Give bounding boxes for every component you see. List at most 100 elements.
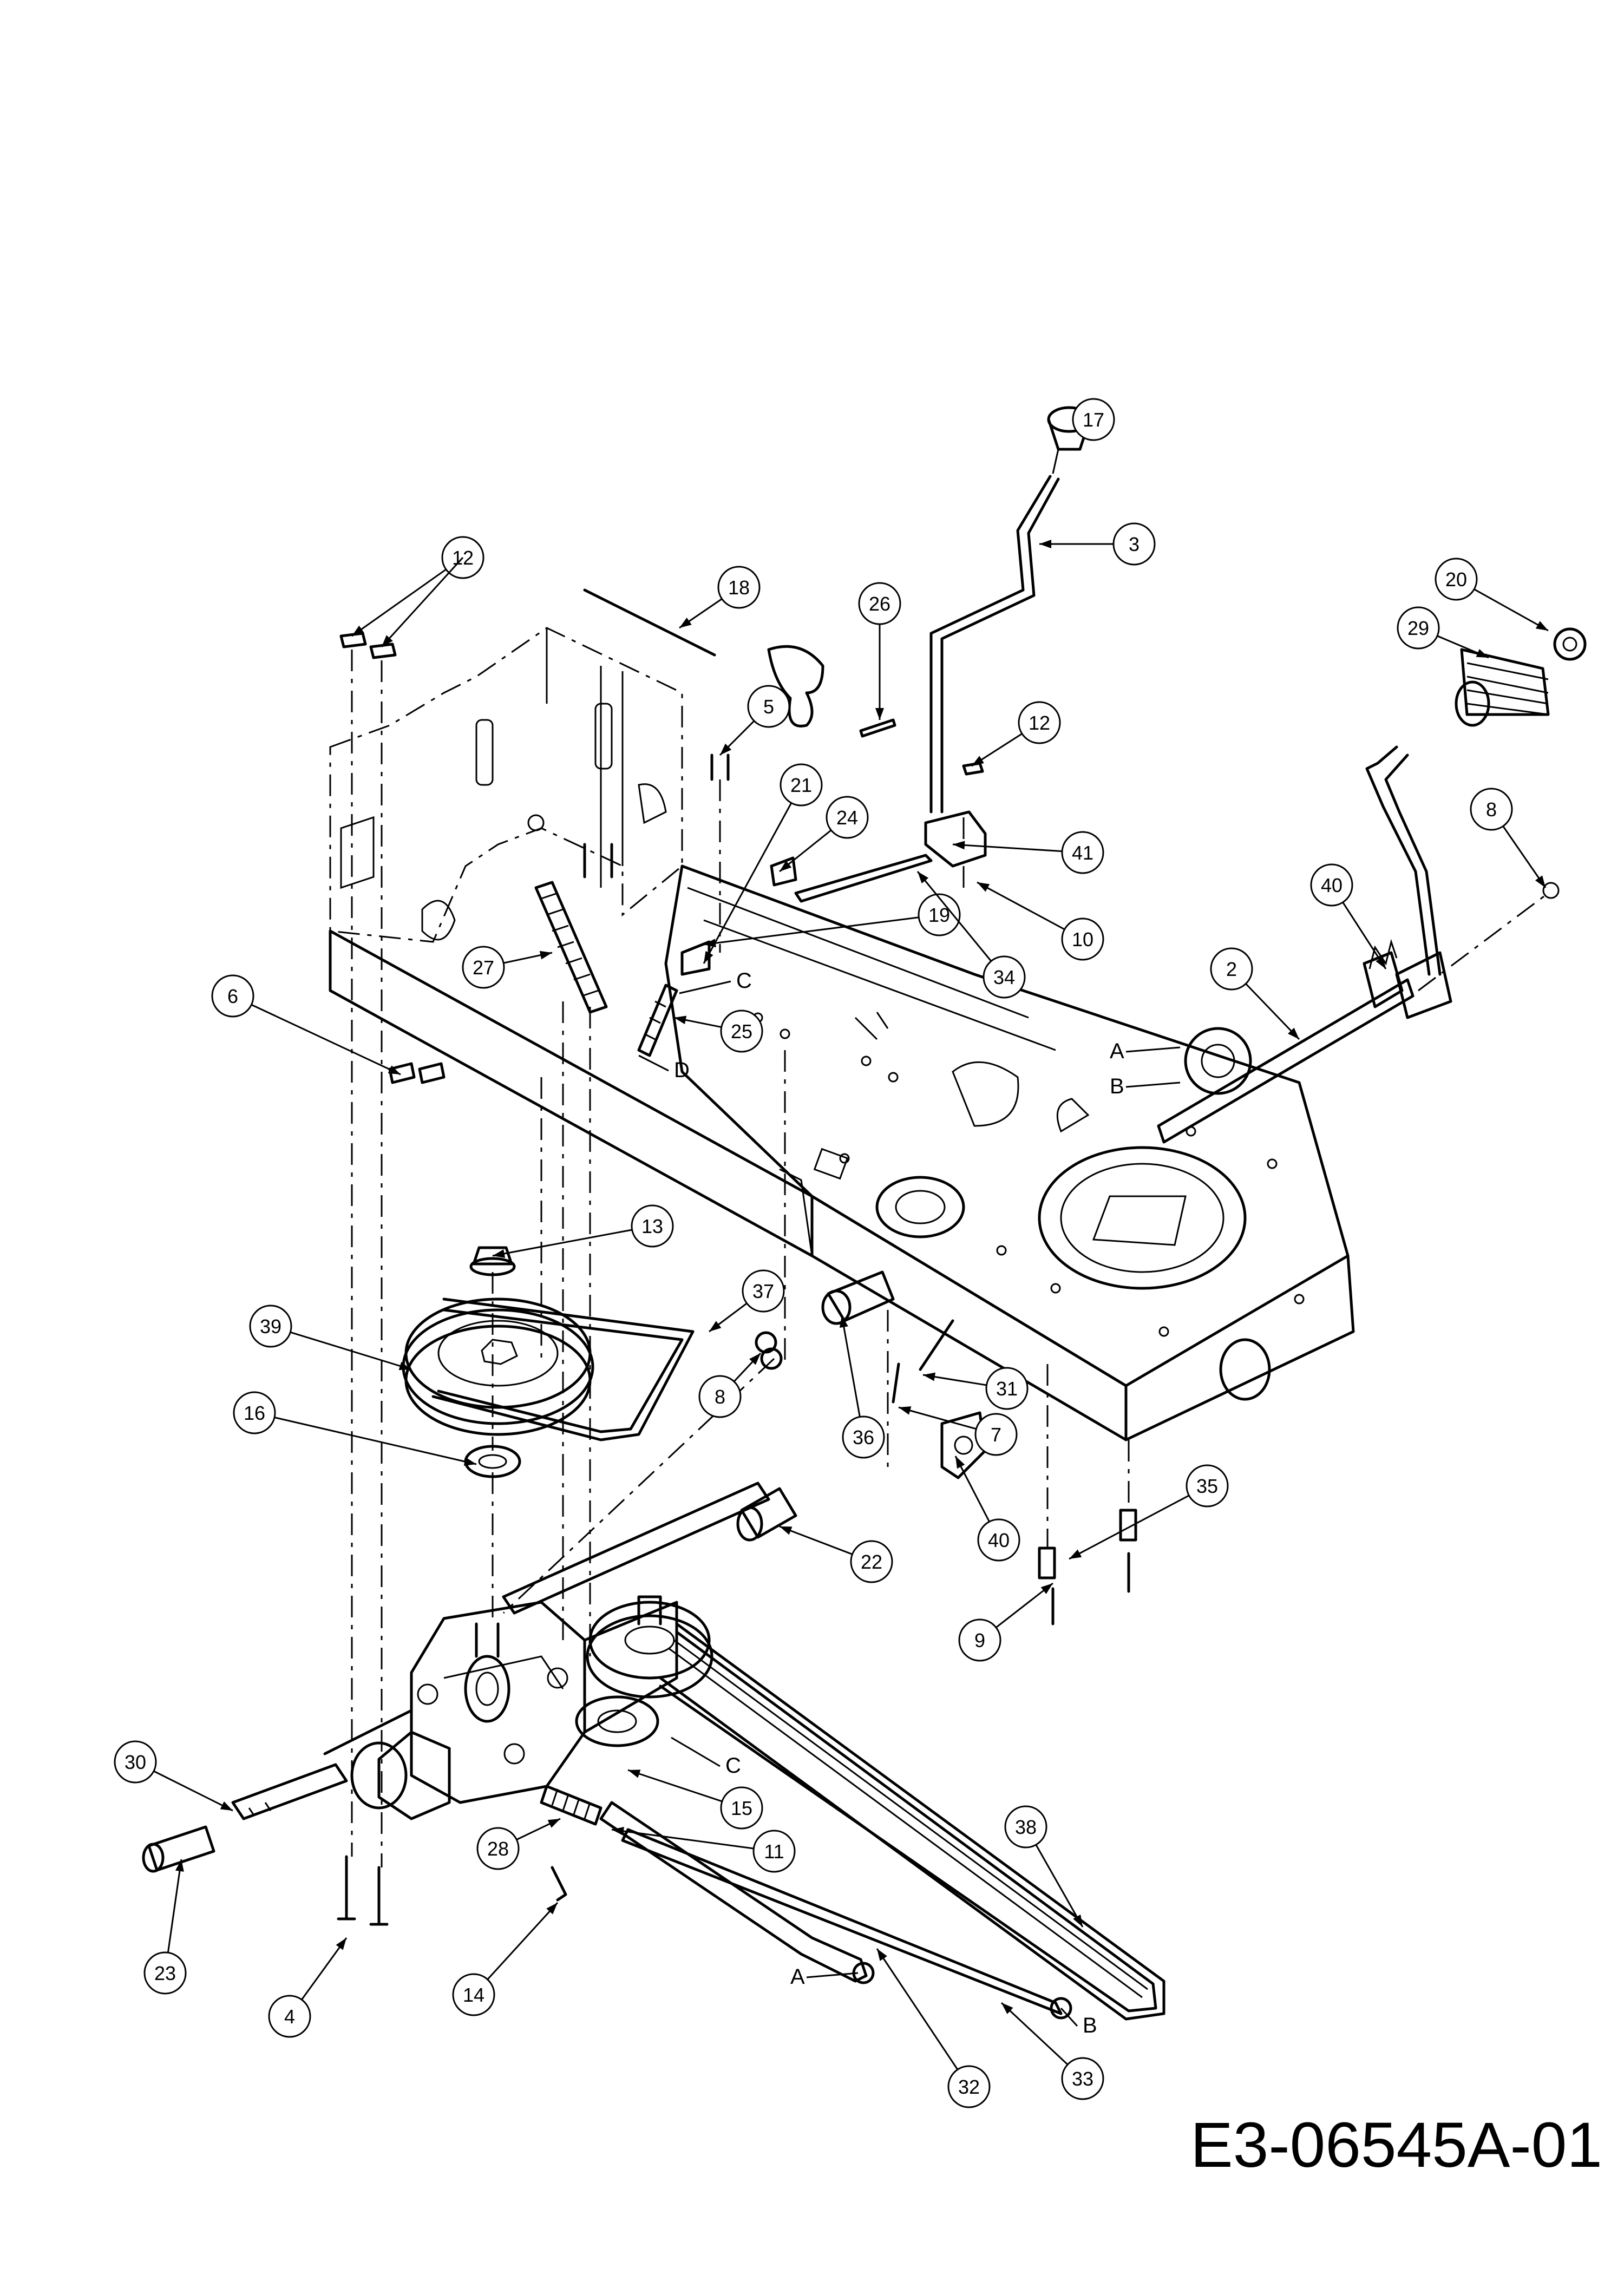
callout-24-c24: 24 <box>779 796 869 873</box>
leader-arrowhead <box>628 1769 641 1778</box>
callout-number: 25 <box>731 1020 752 1043</box>
leader-line <box>841 1315 861 1417</box>
spring-25 <box>637 984 678 1057</box>
idler-arm-33 <box>621 1828 1072 2020</box>
leader-line <box>996 1582 1053 1628</box>
letter-text: C <box>736 969 752 993</box>
callout-circle <box>780 763 823 807</box>
leader-arrowhead <box>1535 621 1548 631</box>
leader-arrowhead <box>674 1015 687 1025</box>
rod-18 <box>583 588 716 657</box>
leader-arrowhead <box>175 1859 184 1872</box>
leader-arrowhead <box>899 1406 912 1415</box>
callout-circle <box>1061 917 1104 961</box>
callout-7-c7: 7 <box>898 1406 1018 1456</box>
callout-number: 8 <box>715 1386 725 1408</box>
callout-circle <box>1397 606 1440 650</box>
leader-arrowhead <box>923 1372 935 1381</box>
letter-text: B <box>1110 1074 1124 1098</box>
callout-21-c21: 21 <box>703 763 823 964</box>
callout-number: 6 <box>227 985 238 1007</box>
leader-line <box>627 1769 723 1803</box>
leader-arrowhead <box>1069 1549 1082 1559</box>
leader-arrowhead <box>398 1361 411 1371</box>
callout-circle <box>977 1518 1020 1562</box>
leader-arrowhead <box>709 1321 722 1332</box>
callout-9-c9: 9 <box>958 1582 1053 1662</box>
callout-circle <box>114 1740 157 1784</box>
leader-arrowhead <box>1040 1583 1053 1594</box>
leader-line <box>492 1229 632 1257</box>
callout-28-c28: 28 <box>476 1818 561 1870</box>
callout-circle <box>974 1413 1018 1456</box>
callout-number: 27 <box>473 956 494 979</box>
leader-line <box>611 1828 754 1850</box>
callout-circle <box>211 974 254 1018</box>
letter-text: C <box>725 1754 741 1778</box>
reference-letter-A: A <box>790 1965 859 1989</box>
leader-arrowhead <box>704 951 713 964</box>
cruise-lever <box>1365 627 1587 976</box>
callout-number: 37 <box>752 1280 774 1302</box>
leader-arrowhead <box>780 861 792 871</box>
callout-number: 2 <box>1226 958 1237 980</box>
bearing-16 <box>464 1445 521 1478</box>
callout-number: 5 <box>763 696 774 718</box>
lever-bracket <box>794 810 987 903</box>
leader-arrowhead <box>382 635 393 647</box>
callout-circle <box>858 582 901 625</box>
callout-number: 7 <box>991 1424 1001 1446</box>
leader-line <box>898 1406 977 1430</box>
bolt-7 <box>892 1362 900 1404</box>
callout-circle <box>958 1618 1001 1662</box>
idler-arm-32 <box>599 1801 875 1984</box>
leader-line <box>779 1525 853 1555</box>
callout-22-c22: 22 <box>779 1525 893 1583</box>
leader-line <box>876 1948 959 2070</box>
callout-number: 30 <box>125 1751 146 1773</box>
spring-28 <box>540 1785 603 1826</box>
callout-number: 4 <box>284 2005 295 2028</box>
callout-39-c39: 39 <box>249 1305 412 1371</box>
callout-40-c40b: 40 <box>954 1456 1020 1562</box>
reference-letter-B: B <box>1110 1074 1181 1098</box>
spring-26 <box>859 718 896 738</box>
callout-34-c34: 34 <box>916 871 1026 999</box>
leader-line <box>153 1770 233 1812</box>
leader-arrowhead <box>749 1353 761 1365</box>
callout-circle <box>1061 2057 1104 2100</box>
callout-circle <box>462 946 505 989</box>
leader-line <box>381 556 464 648</box>
pin-31 <box>919 1319 954 1371</box>
leader-line <box>703 802 793 964</box>
leader-arrowhead <box>1535 875 1546 888</box>
leader-line <box>916 871 992 962</box>
callout-circle <box>631 1204 674 1248</box>
callout-2-c2: 2 <box>1210 947 1300 1040</box>
callout-circle <box>747 685 790 728</box>
reference-letter-C: C <box>679 969 752 994</box>
bracket-26-clip <box>767 645 824 727</box>
leader-arrowhead <box>612 1826 624 1836</box>
leader-arrowhead <box>539 951 552 960</box>
callout-circle <box>720 1786 763 1830</box>
clip-24 <box>770 856 797 887</box>
letter-text: A <box>1110 1039 1124 1063</box>
callout-circle <box>249 1305 292 1348</box>
callout-number: 17 <box>1083 409 1104 431</box>
leader-line <box>167 1859 182 1953</box>
callout-circle <box>452 1973 495 2016</box>
letter-leader <box>1060 2007 1078 2027</box>
callout-circle <box>1186 1464 1229 1508</box>
letter-text: D <box>674 1058 690 1082</box>
callout-circle <box>717 566 761 609</box>
plate-40 <box>940 1411 987 1479</box>
callout-circle <box>476 1827 520 1870</box>
clip-21 <box>680 940 711 976</box>
leader-arrowhead <box>388 1065 401 1074</box>
callout-number: 39 <box>260 1315 281 1338</box>
pivot-tube-36 <box>821 1270 895 1325</box>
letter-leader <box>638 1054 669 1072</box>
leader-line <box>487 1902 559 1980</box>
